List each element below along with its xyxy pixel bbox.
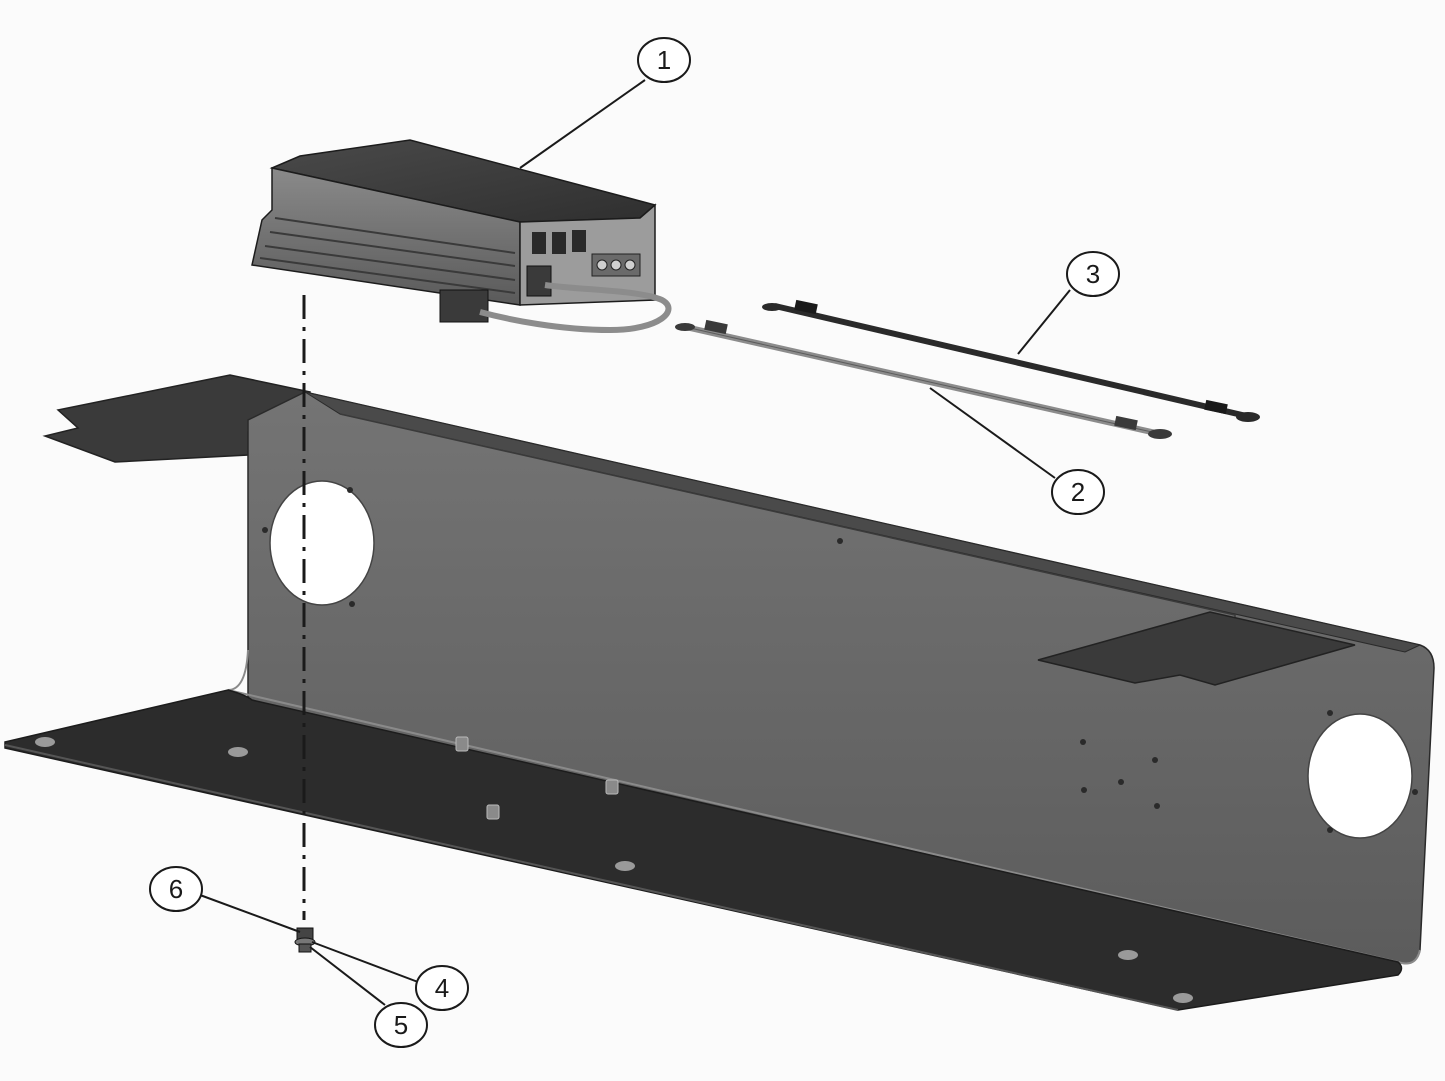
charger-switches xyxy=(532,230,586,254)
callout-2-label: 2 xyxy=(1071,477,1085,507)
floor-studs xyxy=(455,736,619,820)
callout-1-label: 1 xyxy=(657,45,671,75)
bracket-bend xyxy=(227,649,1421,965)
charger-cable-connector xyxy=(526,265,552,297)
battery-charger xyxy=(251,139,672,334)
leader-5 xyxy=(309,946,386,1006)
right-top-flange xyxy=(1037,611,1356,686)
cable-3-lug-right xyxy=(1236,412,1260,422)
face-mounting-holes xyxy=(262,487,1418,833)
left-hole xyxy=(269,480,375,606)
callout-3-label: 3 xyxy=(1086,259,1100,289)
charger-end-face xyxy=(519,203,656,306)
callout-6-label: 6 xyxy=(169,874,183,904)
cable-2 xyxy=(675,319,1172,439)
charger-ac-plug xyxy=(439,289,489,323)
callout-4: 4 xyxy=(415,965,469,1011)
charger-cable xyxy=(479,282,672,334)
fastener-hardware xyxy=(294,927,316,953)
callout-2: 2 xyxy=(1051,469,1105,515)
cable-3 xyxy=(762,299,1260,422)
bracket-top-lip xyxy=(304,391,1422,653)
cable-2-lug-left xyxy=(675,323,695,331)
charger-fins xyxy=(259,217,516,294)
leader-2 xyxy=(929,387,1056,479)
callout-1: 1 xyxy=(637,37,691,83)
leader-lines xyxy=(199,79,1071,1006)
right-hole xyxy=(1307,713,1413,839)
callout-5: 5 xyxy=(374,1002,428,1048)
cable-3-lug-left xyxy=(762,303,782,311)
callout-6: 6 xyxy=(149,866,203,912)
floor-front-edge xyxy=(4,744,1179,1011)
bracket-floor xyxy=(4,689,1403,1011)
floor-holes xyxy=(35,737,1193,1003)
leader-3 xyxy=(1017,289,1071,355)
callout-4-label: 4 xyxy=(435,973,449,1003)
leader-6 xyxy=(199,894,301,933)
cable-2-lug-right xyxy=(1148,429,1172,439)
callout-3: 3 xyxy=(1066,251,1120,297)
callout-5-label: 5 xyxy=(394,1010,408,1040)
leader-4 xyxy=(311,941,419,983)
terminal-screws xyxy=(596,259,636,271)
leader-1 xyxy=(519,79,646,169)
mounting-bracket xyxy=(4,374,1435,1011)
lock-washer xyxy=(298,943,312,953)
